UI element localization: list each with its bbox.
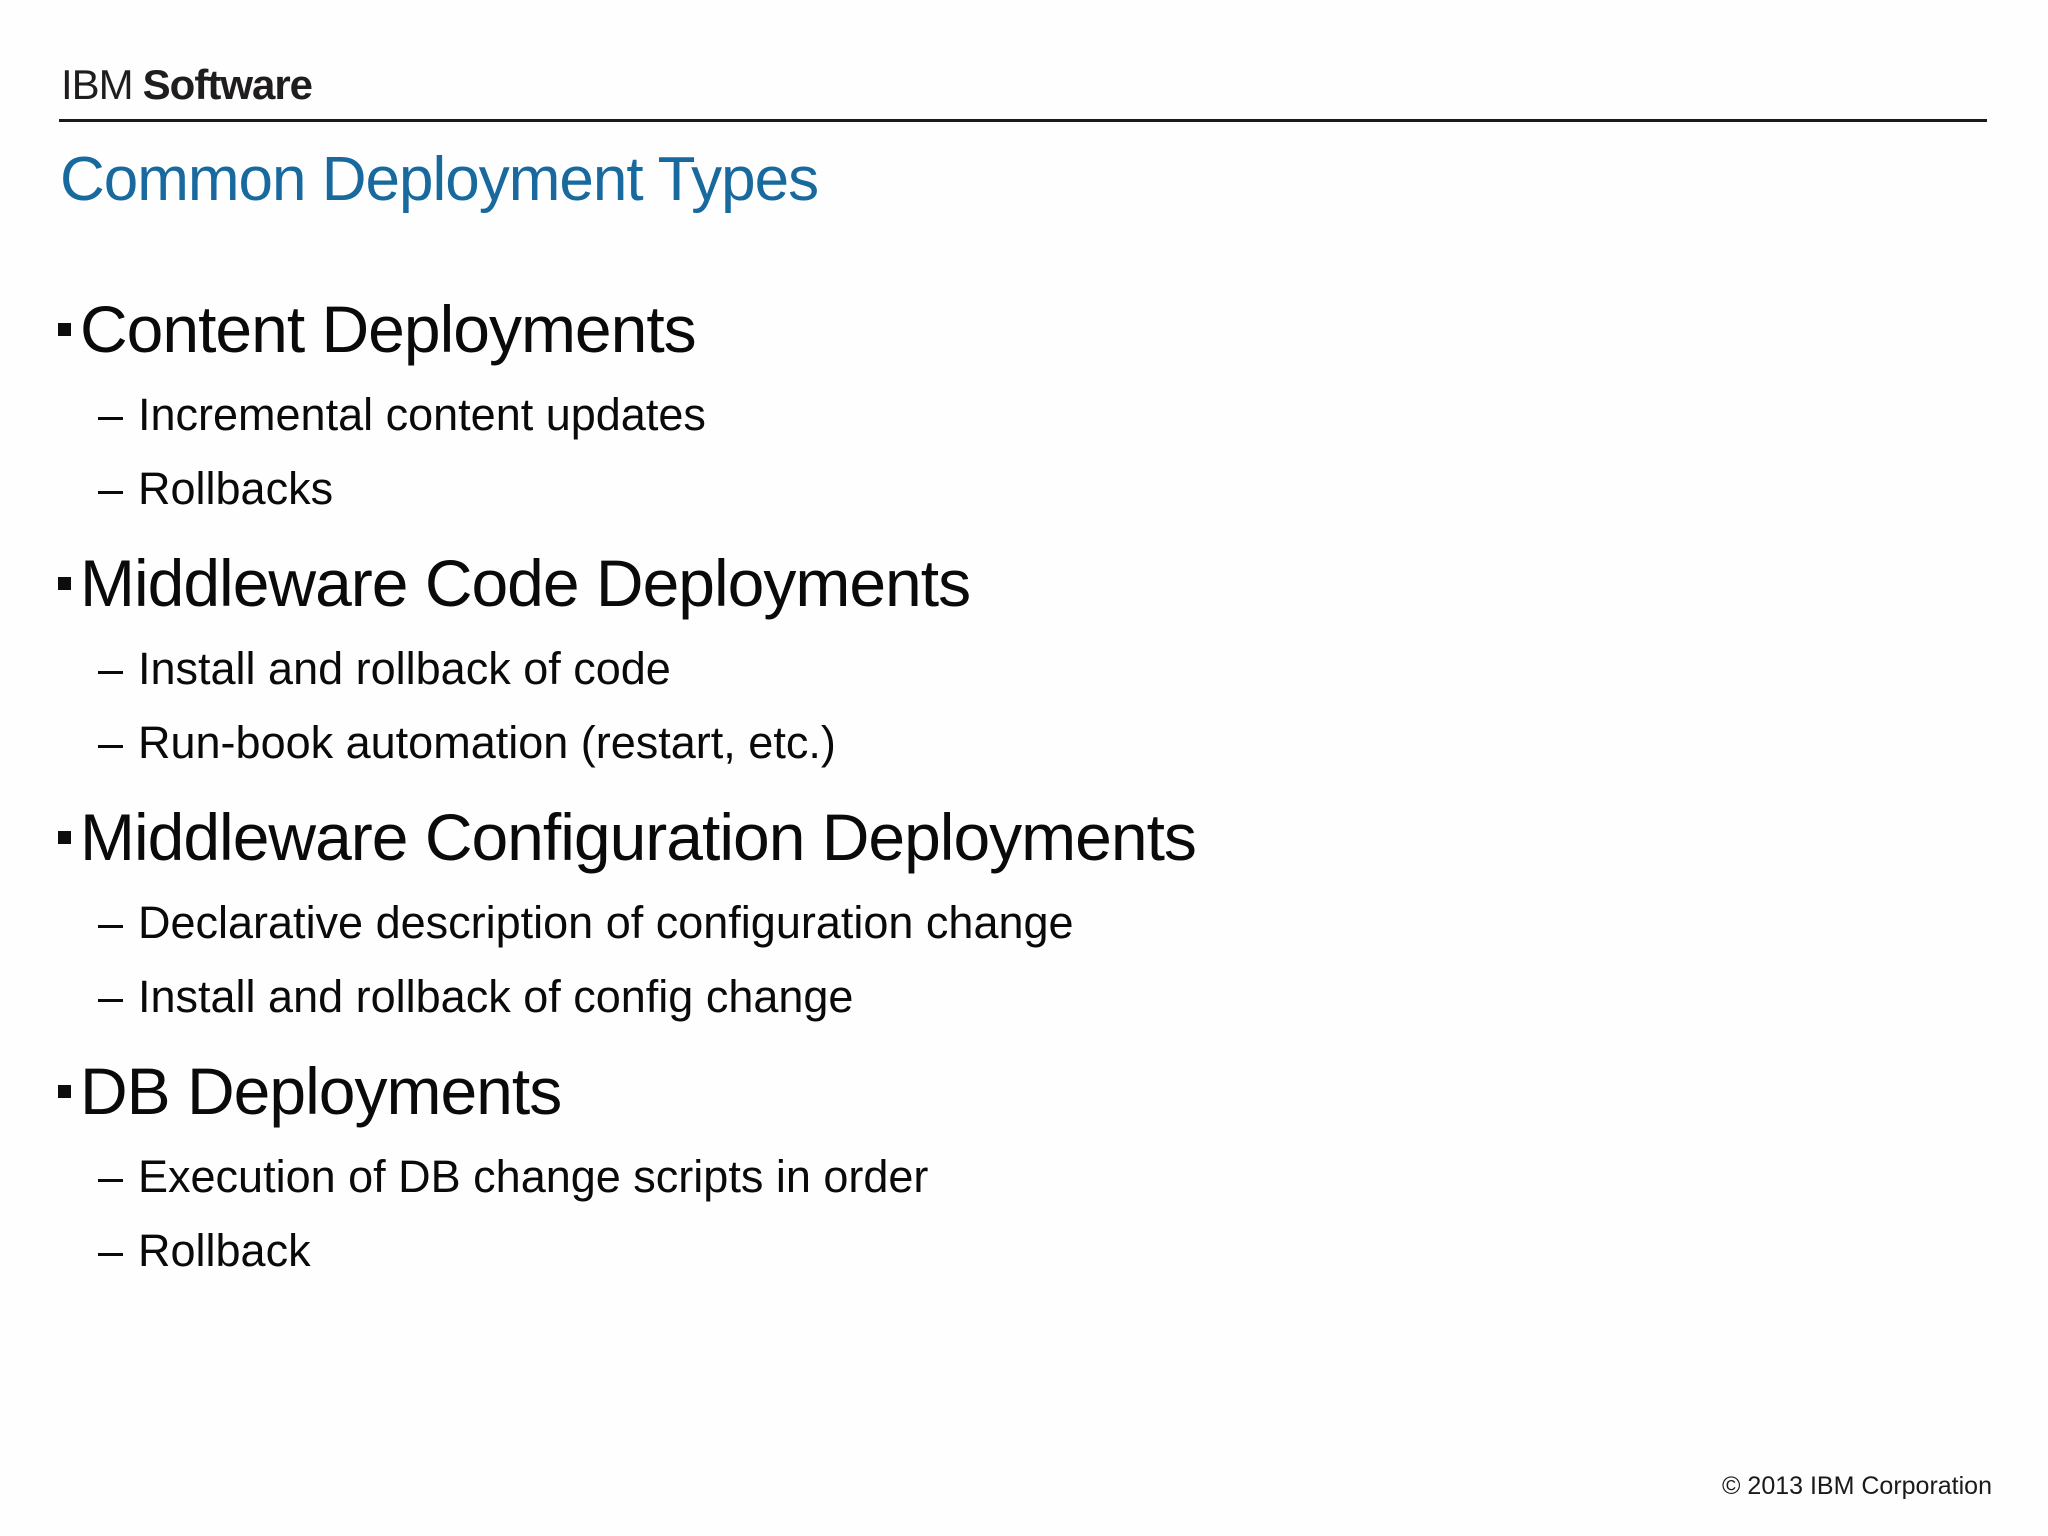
square-bullet-icon (58, 322, 71, 336)
bullet-list: Content Deployments – Incremental conten… (0, 291, 2048, 1299)
sub-item: – Rollbacks (0, 463, 2048, 515)
section-heading-text: Content Deployments (80, 292, 697, 366)
sub-item-text: Install and rollback of code (138, 643, 671, 694)
sub-item: – Run-book automation (restart, etc.) (0, 717, 2048, 769)
section-heading-text: DB Deployments (80, 1054, 562, 1128)
section-heading: Content Deployments (0, 291, 2048, 367)
square-bullet-icon (58, 576, 71, 590)
sub-item-text: Incremental content updates (138, 389, 706, 440)
dash-bullet-icon: – (98, 643, 124, 694)
sub-item-text: Execution of DB change scripts in order (138, 1151, 929, 1202)
section-heading: Middleware Configuration Deployments (0, 799, 2048, 875)
sub-item-text: Declarative description of configuration… (138, 897, 1074, 948)
dash-bullet-icon: – (98, 389, 124, 440)
sub-item-text: Run-book automation (restart, etc.) (138, 717, 836, 768)
dash-bullet-icon: – (98, 971, 124, 1022)
dash-bullet-icon: – (98, 897, 124, 948)
logo-ibm-text: IBM (61, 61, 134, 108)
sub-item: – Rollback (0, 1225, 2048, 1277)
section-middleware-code-deployments: Middleware Code Deployments – Install an… (0, 545, 2048, 769)
dash-bullet-icon: – (98, 1151, 124, 1202)
sub-item: – Declarative description of configurati… (0, 897, 2048, 949)
section-db-deployments: DB Deployments – Execution of DB change … (0, 1053, 2048, 1277)
square-bullet-icon (58, 1084, 71, 1098)
sub-item: – Install and rollback of config change (0, 971, 2048, 1023)
sub-item-text: Rollback (138, 1225, 311, 1276)
square-bullet-icon (58, 830, 71, 844)
section-heading-text: Middleware Configuration Deployments (80, 800, 1197, 874)
section-content-deployments: Content Deployments – Incremental conten… (0, 291, 2048, 515)
dash-bullet-icon: – (98, 717, 124, 768)
sub-item-text: Install and rollback of config change (138, 971, 854, 1022)
section-heading: DB Deployments (0, 1053, 2048, 1129)
dash-bullet-icon: – (98, 463, 124, 514)
copyright-notice: © 2013 IBM Corporation (1722, 1472, 1992, 1500)
slide-title: Common Deployment Types (60, 145, 819, 214)
header-divider (59, 119, 1987, 122)
section-heading-text: Middleware Code Deployments (80, 546, 971, 620)
section-heading: Middleware Code Deployments (0, 545, 2048, 621)
sub-item-text: Rollbacks (138, 463, 334, 514)
sub-item: – Install and rollback of code (0, 643, 2048, 695)
dash-bullet-icon: – (98, 1225, 124, 1276)
logo-software-text: Software (142, 61, 313, 108)
sub-item: – Execution of DB change scripts in orde… (0, 1151, 2048, 1203)
sub-item: – Incremental content updates (0, 389, 2048, 441)
section-middleware-configuration-deployments: Middleware Configuration Deployments – D… (0, 799, 2048, 1023)
